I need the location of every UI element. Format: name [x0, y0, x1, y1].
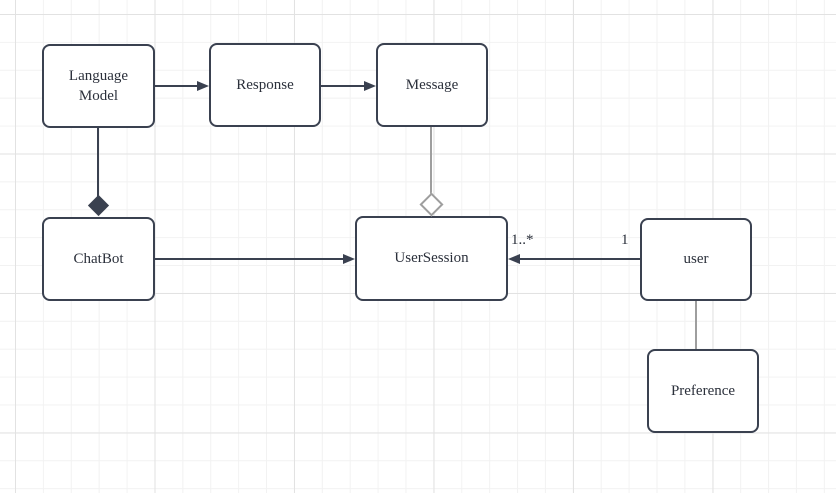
edge-chatbot-usersession[interactable]: [155, 258, 343, 260]
edge-user-usersession[interactable]: [520, 258, 640, 260]
composition-diamond: [87, 194, 110, 217]
class-node-usersession[interactable]: UserSession: [355, 216, 508, 301]
edge-response-message[interactable]: [321, 85, 364, 87]
node-label: UserSession: [394, 250, 469, 267]
class-node-language-model[interactable]: Language Model: [42, 44, 155, 128]
edge-user-preference[interactable]: [695, 301, 697, 349]
multiplicity-label-one[interactable]: 1: [621, 232, 629, 248]
class-node-message[interactable]: Message: [376, 43, 488, 127]
class-node-chatbot[interactable]: ChatBot: [42, 217, 155, 301]
node-label: Preference: [670, 382, 736, 399]
node-label: Message: [405, 76, 459, 93]
arrowhead-right: [197, 81, 209, 91]
node-label: Language Model: [68, 67, 129, 104]
arrowhead-right: [343, 254, 355, 264]
edge-message-usersession[interactable]: [430, 127, 432, 194]
node-label: ChatBot: [73, 250, 124, 267]
arrowhead-left: [508, 254, 520, 264]
aggregation-diamond: [419, 192, 444, 217]
node-label: user: [683, 251, 709, 268]
multiplicity-label-many[interactable]: 1..*: [511, 232, 534, 248]
edge-languagemodel-chatbot[interactable]: [97, 128, 99, 198]
arrowhead-right: [364, 81, 376, 91]
class-node-user[interactable]: user: [640, 218, 752, 301]
edge-languagemodel-response[interactable]: [155, 85, 198, 87]
node-label: Response: [236, 76, 294, 93]
class-node-preference[interactable]: Preference: [647, 349, 759, 433]
class-node-response[interactable]: Response: [209, 43, 321, 127]
